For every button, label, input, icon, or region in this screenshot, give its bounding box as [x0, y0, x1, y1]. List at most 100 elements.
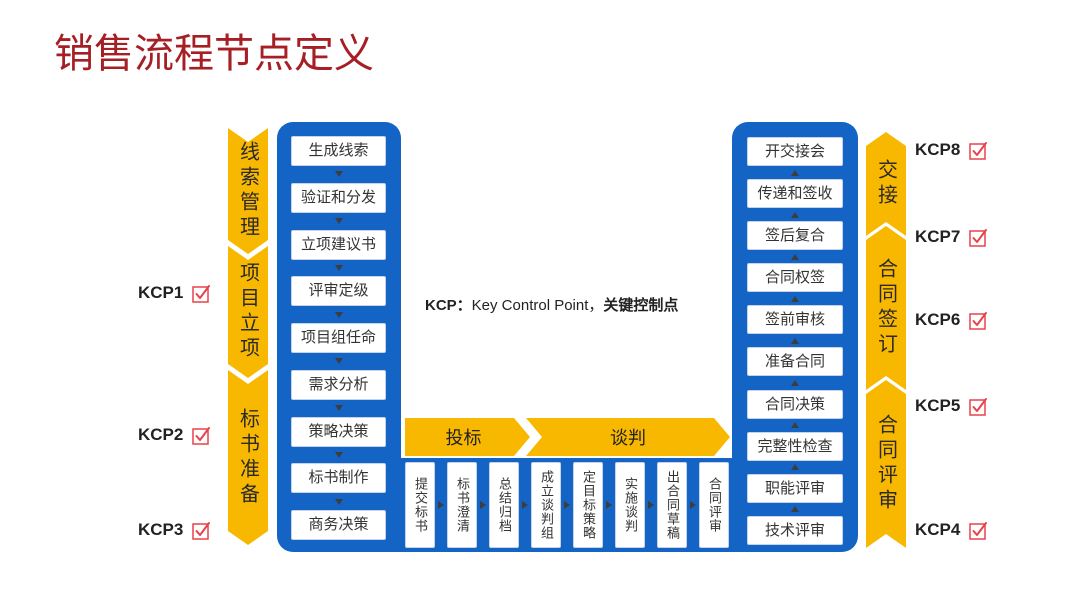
- up-arrow-icon: [791, 211, 799, 218]
- kcp-label: KCP8: [915, 140, 961, 159]
- legend-prefix: KCP：: [425, 297, 472, 314]
- up-arrow-icon: [791, 253, 799, 260]
- kcp-label: KCP4: [915, 520, 961, 539]
- kcp2-marker: KCP2: [138, 425, 211, 445]
- legend-middle: Key Control Point，: [471, 297, 604, 314]
- stage-contract-review: 合同评审: [866, 380, 906, 548]
- step-team-appointment: 项目组任命: [291, 323, 386, 353]
- step-contract-authorization: 合同权签: [747, 263, 843, 293]
- step-post-sign-recheck: 签后复合: [747, 221, 843, 251]
- step-label: 总结归档: [497, 477, 512, 533]
- legend-suffix: 关键控制点: [603, 297, 679, 314]
- up-arrow-icon: [791, 506, 799, 513]
- checkbox-checked-icon: [969, 521, 988, 540]
- stage-handover: 交接: [866, 132, 906, 236]
- kcp-legend: KCP：Key Control Point，关键控制点: [425, 296, 678, 316]
- stage-bid-preparation: 标书准备: [228, 370, 268, 545]
- step-completeness-check: 完整性检查: [747, 431, 843, 461]
- step-functional-review: 职能评审: [747, 473, 843, 503]
- kcp8-marker: KCP8: [915, 140, 988, 160]
- step-bid-clarification: 标书澄清: [447, 462, 477, 548]
- up-arrow-icon: [791, 464, 799, 471]
- stage-label: 合同签订: [874, 258, 897, 358]
- stage-label: 合同评审: [874, 414, 897, 514]
- kcp5-marker: KCP5: [915, 396, 988, 416]
- bottom-step-row: 提交标书 标书澄清 总结归档 成立谈判组 定目标策略 实施谈判 出合同草稿 合同…: [405, 462, 729, 548]
- kcp7-marker: KCP7: [915, 227, 988, 247]
- right-arrow-icon: [606, 501, 612, 509]
- down-arrow-icon: [334, 218, 343, 225]
- right-arrow-icon: [438, 501, 444, 509]
- right-arrow-icon: [564, 501, 570, 509]
- step-label: 合同评审: [707, 477, 722, 533]
- kcp-label: KCP6: [915, 310, 961, 329]
- step-technical-review: 技术评审: [747, 515, 843, 545]
- kcp-label: KCP7: [915, 227, 961, 246]
- kcp-label: KCP3: [138, 520, 184, 539]
- step-project-proposal: 立项建议书: [291, 229, 386, 260]
- up-arrow-icon: [791, 337, 799, 344]
- step-set-target-strategy: 定目标策略: [573, 462, 603, 548]
- step-contract-review: 合同评审: [699, 462, 729, 548]
- step-label: 提交标书: [413, 477, 428, 533]
- right-arrow-icon: [522, 501, 528, 509]
- page-title: 销售流程节点定义: [54, 32, 374, 76]
- right-arrow-icon: [690, 501, 696, 509]
- step-verify-distribute: 验证和分发: [291, 182, 386, 213]
- checkbox-checked-icon: [192, 284, 211, 303]
- step-requirement-analysis: 需求分析: [291, 369, 386, 400]
- up-arrow-icon: [791, 295, 799, 302]
- step-review-rating: 评审定级: [291, 276, 386, 307]
- phase-negotiation: 谈判: [526, 418, 730, 456]
- step-business-decision: 商务决策: [291, 510, 386, 540]
- stage-label: 交接: [874, 159, 897, 209]
- step-summary-archive: 总结归档: [489, 462, 519, 548]
- kcp-label: KCP1: [138, 283, 184, 302]
- kcp-label: KCP5: [915, 396, 961, 415]
- step-label: 定目标策略: [581, 470, 596, 540]
- step-contract-decision: 合同决策: [747, 389, 843, 419]
- checkbox-checked-icon: [969, 141, 988, 160]
- stage-label: 线索管理: [236, 141, 259, 241]
- up-arrow-icon: [791, 380, 799, 387]
- down-arrow-icon: [334, 358, 343, 365]
- phase-bidding: 投标: [405, 418, 530, 456]
- up-arrow-icon: [791, 169, 799, 176]
- stage-project-initiation: 项目立项: [228, 246, 268, 378]
- step-prepare-contract: 准备合同: [747, 347, 843, 377]
- step-submit-bid: 提交标书: [405, 462, 435, 548]
- checkbox-checked-icon: [969, 311, 988, 330]
- step-bid-writing: 标书制作: [291, 463, 386, 494]
- down-arrow-icon: [334, 171, 343, 178]
- step-draft-contract: 出合同草稿: [657, 462, 687, 548]
- step-transfer-receipt: 传递和签收: [747, 179, 843, 209]
- kcp-label: KCP2: [138, 425, 184, 444]
- down-arrow-icon: [334, 451, 343, 458]
- step-generate-leads: 生成线索: [291, 136, 386, 166]
- stage-contract-signing: 合同签订: [866, 226, 906, 390]
- step-label: 实施谈判: [623, 477, 638, 533]
- right-arrow-icon: [480, 501, 486, 509]
- step-label: 出合同草稿: [665, 470, 680, 540]
- checkbox-checked-icon: [969, 397, 988, 416]
- stage-label: 标书准备: [236, 407, 259, 508]
- right-arrow-icon: [648, 501, 654, 509]
- down-arrow-icon: [334, 311, 343, 318]
- stage-lead-management: 线索管理: [228, 128, 268, 254]
- kcp6-marker: KCP6: [915, 310, 988, 330]
- kcp1-marker: KCP1: [138, 283, 211, 303]
- up-arrow-icon: [791, 422, 799, 429]
- step-label: 标书澄清: [455, 477, 470, 533]
- checkbox-checked-icon: [192, 426, 211, 445]
- left-step-stack: 生成线索 验证和分发 立项建议书 评审定级 项目组任命 需求分析 策略决策 标书…: [291, 136, 386, 540]
- step-form-negotiation-team: 成立谈判组: [531, 462, 561, 548]
- down-arrow-icon: [334, 498, 343, 505]
- down-arrow-icon: [334, 405, 343, 412]
- step-strategy-decision: 策略决策: [291, 416, 386, 447]
- down-arrow-icon: [334, 264, 343, 271]
- kcp4-marker: KCP4: [915, 520, 988, 540]
- step-label: 成立谈判组: [539, 470, 554, 540]
- right-step-stack: 开交接会 传递和签收 签后复合 合同权签 签前审核 准备合同 合同决策 完整性检…: [747, 137, 843, 545]
- checkbox-checked-icon: [969, 228, 988, 247]
- checkbox-checked-icon: [192, 521, 211, 540]
